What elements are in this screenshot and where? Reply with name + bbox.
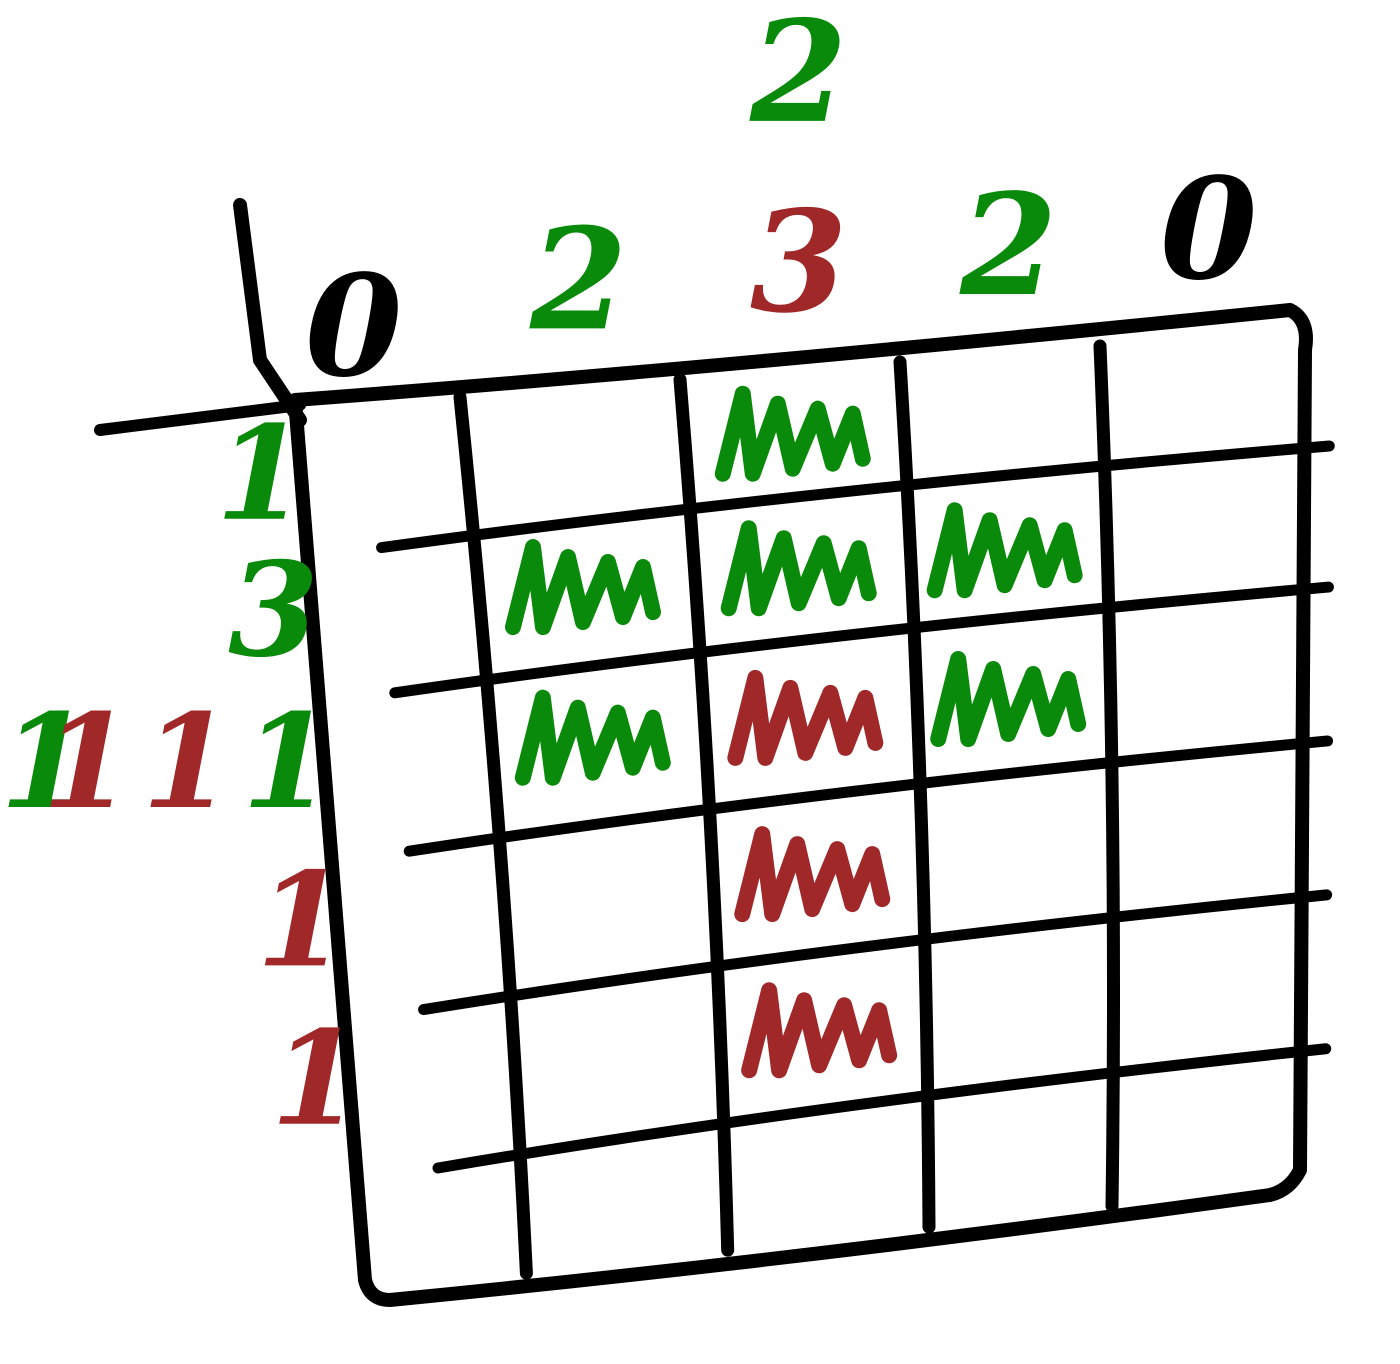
row-clue-number: 1 bbox=[142, 685, 232, 838]
cell-scribble bbox=[714, 385, 871, 482]
grid-row-line bbox=[418, 889, 1333, 1016]
filled-cell bbox=[514, 689, 671, 786]
filled-cell bbox=[734, 826, 891, 923]
column-clue-number: 2 bbox=[749, 0, 847, 155]
row-clue-number: 1 bbox=[271, 1002, 361, 1155]
grid-frame bbox=[288, 303, 1313, 1307]
cell-scribble bbox=[930, 651, 1087, 747]
filled-cell bbox=[714, 385, 871, 482]
filled-cells bbox=[504, 385, 1087, 1079]
cell-scribble bbox=[514, 689, 671, 786]
filled-cell bbox=[930, 651, 1087, 747]
cell-scribble bbox=[734, 826, 891, 923]
filled-cell bbox=[504, 539, 661, 636]
corner-horizontal-line bbox=[94, 399, 306, 436]
column-clue-number: 2 bbox=[529, 198, 627, 362]
grid-row-line bbox=[376, 440, 1335, 554]
row-clue-number: 1 bbox=[216, 397, 306, 550]
row-clue-number: 1 bbox=[242, 685, 332, 838]
column-clue-number: 3 bbox=[750, 181, 847, 345]
cell-scribble bbox=[727, 669, 884, 766]
corner-vertical-line bbox=[233, 198, 307, 427]
grid-lines bbox=[376, 339, 1335, 1280]
column-clue-number: 2 bbox=[959, 164, 1057, 328]
cell-scribble bbox=[741, 982, 898, 1079]
grid-row-line bbox=[389, 581, 1334, 699]
grid-row-line bbox=[432, 1043, 1332, 1174]
filled-cell bbox=[720, 520, 877, 617]
row-clue-number: 3 bbox=[228, 533, 318, 686]
grid-row-line bbox=[403, 735, 1334, 857]
filled-cell bbox=[741, 982, 898, 1079]
row-clue-number: 1 bbox=[0, 685, 90, 838]
cell-scribble bbox=[720, 520, 877, 617]
corner-top-label: 0 bbox=[305, 245, 402, 409]
filled-cell bbox=[727, 669, 884, 766]
filled-cell bbox=[926, 502, 1083, 599]
cell-scribble bbox=[926, 502, 1083, 599]
cell-scribble bbox=[504, 539, 661, 636]
row-clue-number: 1 bbox=[256, 843, 346, 996]
row-clue-number: 1 bbox=[42, 685, 132, 838]
column-clue-number: 0 bbox=[1160, 148, 1257, 312]
